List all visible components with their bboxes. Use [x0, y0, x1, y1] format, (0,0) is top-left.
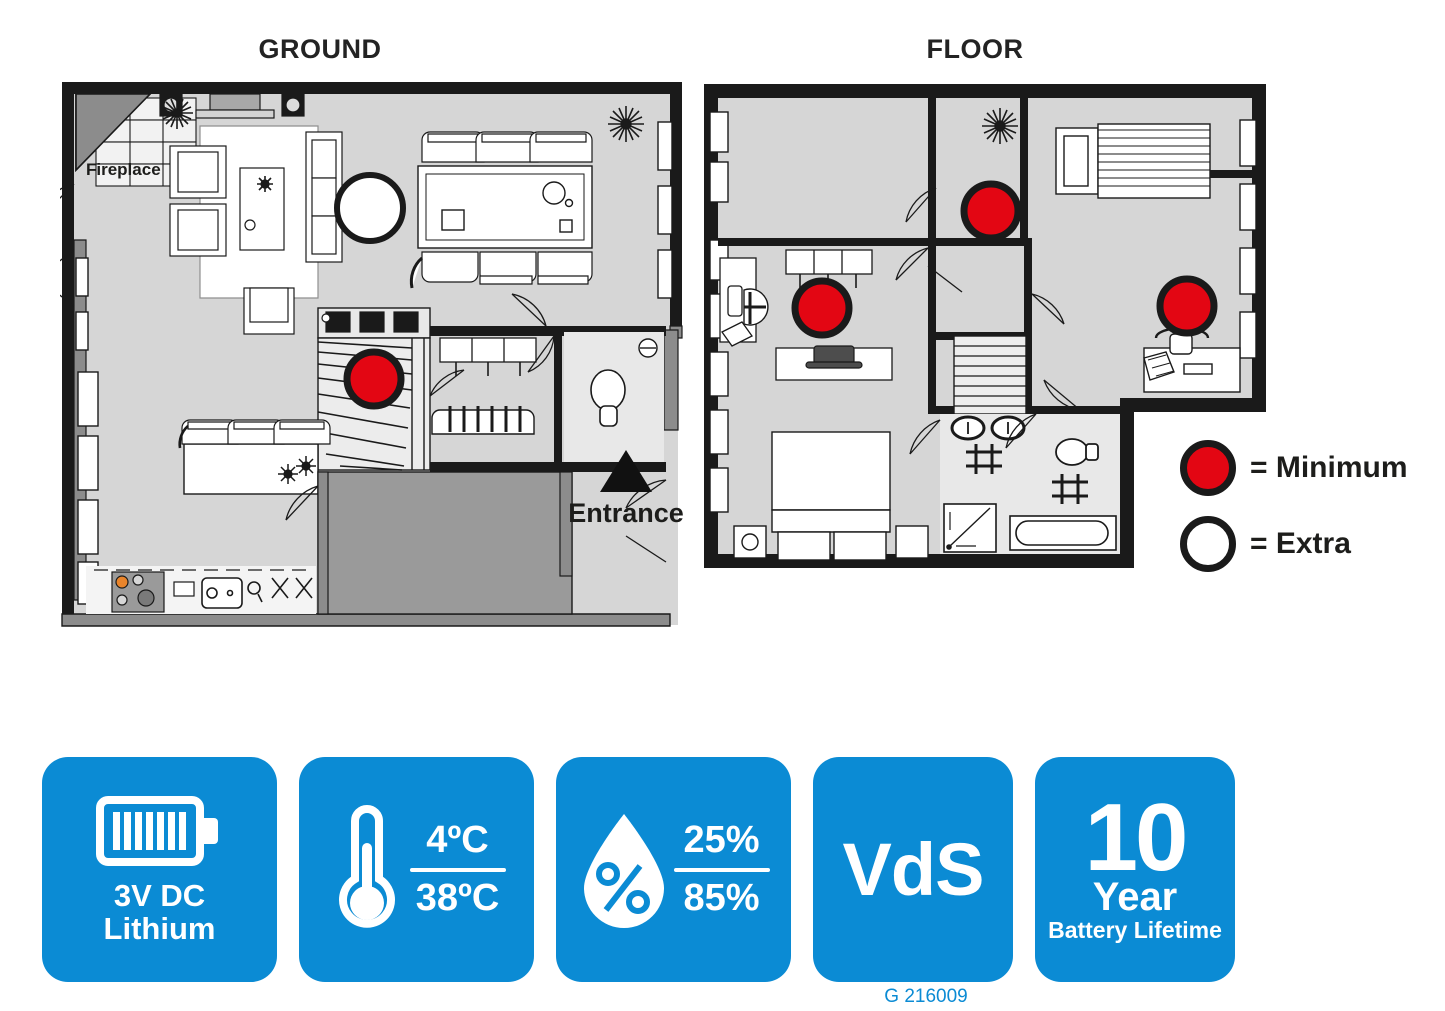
- detector-minimum: [1156, 275, 1218, 337]
- triangle-marker-icon: [600, 450, 652, 492]
- legend-label-minimum: = Minimum: [1250, 451, 1408, 484]
- detector-minimum: [791, 277, 853, 339]
- water-drop-percent-icon: [583, 813, 664, 928]
- detector-minimum: [960, 180, 1022, 242]
- vds-approval-code: G 216009: [884, 986, 968, 1007]
- temperature-max-label: 38ºC: [415, 876, 500, 919]
- ground-floor-plan: [60, 82, 683, 627]
- lifetime-unit: Year: [1092, 875, 1178, 920]
- feature-badge-row: 3V DC Lithium 4ºC 38ºC: [42, 757, 1235, 982]
- range-divider: [673, 867, 770, 872]
- upper-floor-plan: [704, 84, 1266, 568]
- humidity-min-label: 25%: [683, 818, 760, 861]
- range-divider: [409, 867, 506, 872]
- legend: = Minimum = Extra: [1180, 430, 1408, 582]
- battery-icon: [95, 796, 218, 867]
- vds-wordmark: VdS: [842, 828, 985, 911]
- entrance-marker: Entrance: [556, 450, 696, 529]
- badge-battery-type: 3V DC Lithium: [42, 757, 277, 982]
- lifetime-number: 10: [1084, 783, 1189, 891]
- badge-temperature-range: 4ºC 38ºC: [299, 757, 534, 982]
- entrance-label: Entrance: [568, 498, 684, 528]
- legend-label-extra: = Extra: [1250, 527, 1351, 560]
- ground-plan-title: GROUND: [258, 34, 382, 64]
- outline-circle-icon: [1180, 516, 1236, 572]
- humidity-max-label: 85%: [683, 876, 760, 919]
- thermometer-icon: [338, 804, 395, 928]
- badge-humidity-range: 25% 85%: [556, 757, 791, 982]
- legend-item-minimum: = Minimum: [1180, 430, 1408, 506]
- legend-item-extra: = Extra: [1180, 506, 1408, 582]
- detector-minimum: [343, 348, 405, 410]
- temperature-min-label: 4ºC: [426, 818, 489, 861]
- filled-red-circle-icon: [1180, 440, 1236, 496]
- battery-chemistry-label: Lithium: [103, 910, 216, 946]
- fireplace-label: Fireplace: [86, 160, 161, 179]
- badge-battery-lifetime: 10 Year Battery Lifetime: [1035, 757, 1235, 982]
- badge-vds-approval: VdS: [813, 757, 1013, 982]
- battery-voltage-label: 3V DC: [113, 878, 206, 914]
- lifetime-caption: Battery Lifetime: [1048, 917, 1222, 944]
- floor-plan-title: FLOOR: [926, 34, 1024, 64]
